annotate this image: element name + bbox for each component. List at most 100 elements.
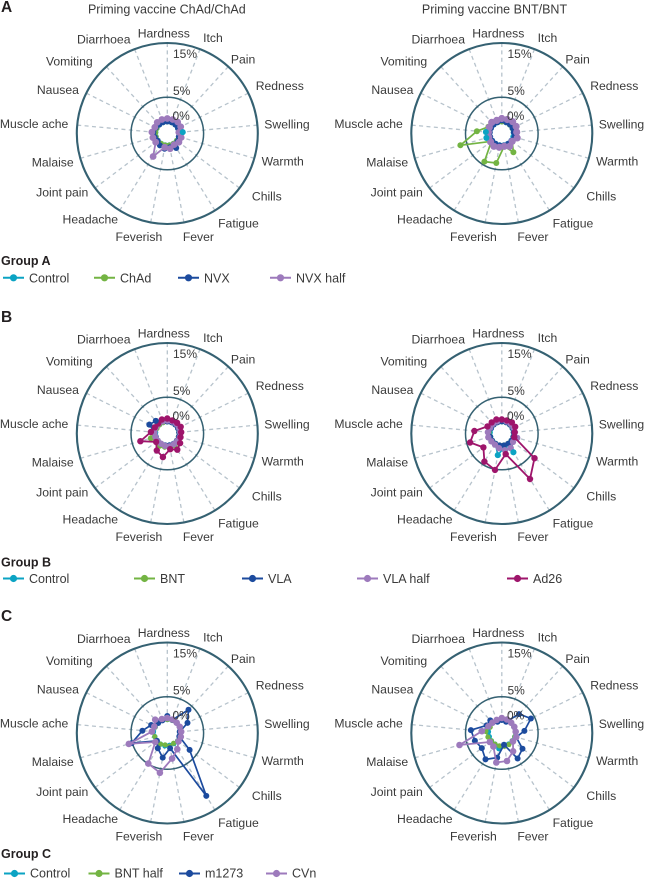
svg-text:15%: 15% xyxy=(173,347,197,361)
svg-text:Nausea: Nausea xyxy=(371,383,413,397)
svg-text:Joint pain: Joint pain xyxy=(36,785,88,799)
svg-text:0%: 0% xyxy=(507,409,525,423)
svg-text:Swelling: Swelling xyxy=(599,717,644,731)
svg-text:A: A xyxy=(1,0,12,16)
svg-text:Chills: Chills xyxy=(252,490,282,504)
svg-text:Malaise: Malaise xyxy=(366,456,408,470)
svg-text:Hardness: Hardness xyxy=(472,327,524,341)
svg-text:Diarrhoea: Diarrhoea xyxy=(411,33,465,47)
svg-text:15%: 15% xyxy=(508,347,532,361)
svg-text:Redness: Redness xyxy=(590,79,638,93)
svg-text:15%: 15% xyxy=(508,47,532,61)
svg-text:Feverish: Feverish xyxy=(450,829,497,843)
svg-text:Control: Control xyxy=(29,572,69,586)
svg-text:Fever: Fever xyxy=(517,230,548,244)
svg-text:Headache: Headache xyxy=(397,213,453,227)
svg-text:Group B: Group B xyxy=(1,556,51,570)
svg-text:Hardness: Hardness xyxy=(138,27,190,41)
svg-text:NVX half: NVX half xyxy=(296,272,346,286)
svg-text:Fever: Fever xyxy=(183,829,214,843)
svg-text:Feverish: Feverish xyxy=(450,230,497,244)
svg-text:Headache: Headache xyxy=(63,213,119,227)
svg-text:Redness: Redness xyxy=(256,79,304,93)
svg-text:B: B xyxy=(1,309,12,326)
svg-text:Feverish: Feverish xyxy=(116,230,163,244)
svg-text:Headache: Headache xyxy=(63,513,119,527)
svg-text:Priming vaccine BNT/BNT: Priming vaccine BNT/BNT xyxy=(422,3,568,17)
svg-text:Swelling: Swelling xyxy=(599,117,644,131)
svg-text:Control: Control xyxy=(29,272,69,286)
svg-text:Diarrhoea: Diarrhoea xyxy=(411,632,465,646)
svg-text:ChAd: ChAd xyxy=(120,272,151,286)
svg-text:Muscle ache: Muscle ache xyxy=(334,417,403,431)
svg-text:Malaise: Malaise xyxy=(366,755,408,769)
svg-text:Itch: Itch xyxy=(538,331,558,345)
svg-text:0%: 0% xyxy=(173,409,191,423)
svg-text:Malaise: Malaise xyxy=(32,755,74,769)
svg-text:Joint pain: Joint pain xyxy=(36,186,88,200)
svg-text:Pain: Pain xyxy=(565,53,589,67)
svg-text:Vomiting: Vomiting xyxy=(380,355,427,369)
svg-text:Group C: Group C xyxy=(1,847,51,861)
svg-text:Muscle ache: Muscle ache xyxy=(334,716,403,730)
svg-text:Pain: Pain xyxy=(231,53,255,67)
svg-text:Joint pain: Joint pain xyxy=(371,186,423,200)
svg-text:Swelling: Swelling xyxy=(599,417,644,431)
svg-text:Itch: Itch xyxy=(203,631,223,645)
svg-text:Pain: Pain xyxy=(565,652,589,666)
svg-text:Redness: Redness xyxy=(590,679,638,693)
svg-text:Fever: Fever xyxy=(517,530,548,544)
svg-text:Headache: Headache xyxy=(397,513,453,527)
svg-text:Chills: Chills xyxy=(586,190,616,204)
svg-text:Ad26: Ad26 xyxy=(533,572,562,586)
svg-text:Swelling: Swelling xyxy=(264,117,309,131)
svg-text:Warmth: Warmth xyxy=(262,455,304,469)
svg-text:Muscle ache: Muscle ache xyxy=(334,117,403,131)
svg-text:Redness: Redness xyxy=(256,379,304,393)
svg-text:Redness: Redness xyxy=(590,379,638,393)
svg-text:Fatigue: Fatigue xyxy=(553,217,594,231)
svg-text:Warmth: Warmth xyxy=(262,754,304,768)
svg-text:Fatigue: Fatigue xyxy=(553,517,594,531)
svg-text:Nausea: Nausea xyxy=(37,83,79,97)
svg-text:Fatigue: Fatigue xyxy=(218,517,259,531)
svg-text:Pain: Pain xyxy=(231,652,255,666)
svg-text:Chills: Chills xyxy=(586,490,616,504)
svg-text:Redness: Redness xyxy=(256,679,304,693)
svg-text:m1273: m1273 xyxy=(205,867,243,881)
svg-text:Chills: Chills xyxy=(252,190,282,204)
svg-text:5%: 5% xyxy=(508,384,526,398)
svg-text:Feverish: Feverish xyxy=(116,829,163,843)
svg-text:Nausea: Nausea xyxy=(37,683,79,697)
svg-text:Vomiting: Vomiting xyxy=(46,55,93,69)
svg-text:VLA: VLA xyxy=(268,572,292,586)
svg-text:Muscle ache: Muscle ache xyxy=(0,117,69,131)
svg-text:Joint pain: Joint pain xyxy=(371,785,423,799)
svg-text:Headache: Headache xyxy=(63,812,119,826)
svg-text:5%: 5% xyxy=(173,84,191,98)
svg-text:Warmth: Warmth xyxy=(596,455,638,469)
svg-text:15%: 15% xyxy=(173,647,197,661)
svg-text:Feverish: Feverish xyxy=(116,530,163,544)
svg-text:0%: 0% xyxy=(507,709,525,723)
svg-text:Chills: Chills xyxy=(586,789,616,803)
svg-text:C: C xyxy=(1,608,12,625)
svg-text:BNT half: BNT half xyxy=(115,867,164,881)
svg-text:Fever: Fever xyxy=(517,829,548,843)
svg-text:Pain: Pain xyxy=(565,353,589,367)
svg-text:Fatigue: Fatigue xyxy=(218,816,259,830)
svg-text:Vomiting: Vomiting xyxy=(46,654,93,668)
svg-text:5%: 5% xyxy=(173,684,191,698)
svg-text:Fatigue: Fatigue xyxy=(218,217,259,231)
svg-text:Headache: Headache xyxy=(397,812,453,826)
svg-text:Vomiting: Vomiting xyxy=(380,55,427,69)
svg-text:Fatigue: Fatigue xyxy=(553,816,594,830)
svg-text:Nausea: Nausea xyxy=(37,383,79,397)
svg-text:Hardness: Hardness xyxy=(138,626,190,640)
svg-text:Muscle ache: Muscle ache xyxy=(0,716,69,730)
svg-text:Warmth: Warmth xyxy=(262,155,304,169)
svg-text:Swelling: Swelling xyxy=(264,717,309,731)
svg-text:Hardness: Hardness xyxy=(472,626,524,640)
svg-text:Malaise: Malaise xyxy=(32,456,74,470)
svg-text:Control: Control xyxy=(30,867,70,881)
